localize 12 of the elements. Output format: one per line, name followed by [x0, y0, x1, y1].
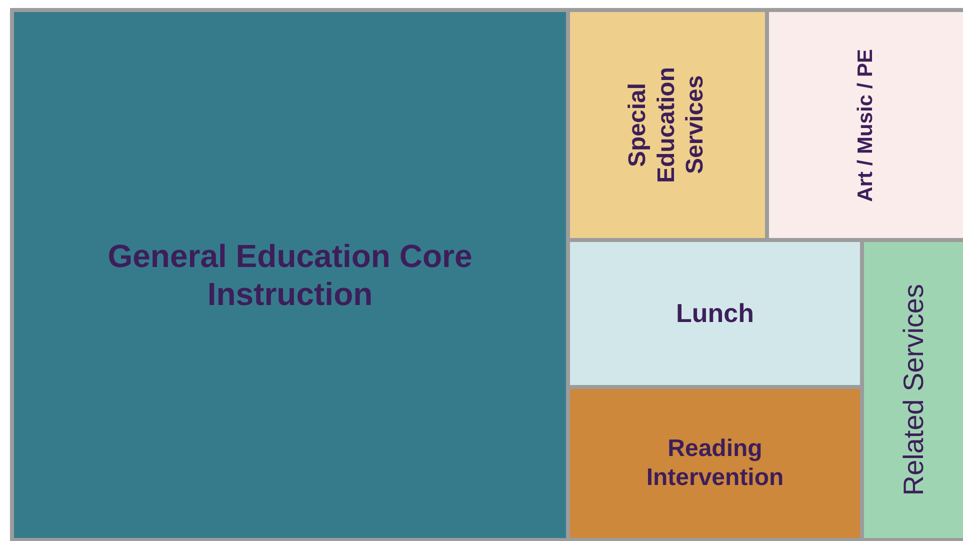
treemap-tile	[769, 12, 963, 238]
treemap-tile	[570, 389, 860, 538]
tile-label: Special Education Services	[624, 66, 710, 186]
tile-label: Reading Intervention	[645, 434, 785, 492]
tile-label: Lunch	[676, 298, 754, 330]
tile-label: Art / Music / PE	[853, 48, 878, 202]
treemap-tile	[570, 242, 860, 385]
treemap-tile	[14, 12, 566, 538]
treemap-tile	[864, 242, 963, 538]
tile-label: General Education Core Instruction	[106, 236, 474, 314]
treemap-tile	[570, 12, 765, 238]
tile-label: Related Services	[896, 284, 930, 496]
